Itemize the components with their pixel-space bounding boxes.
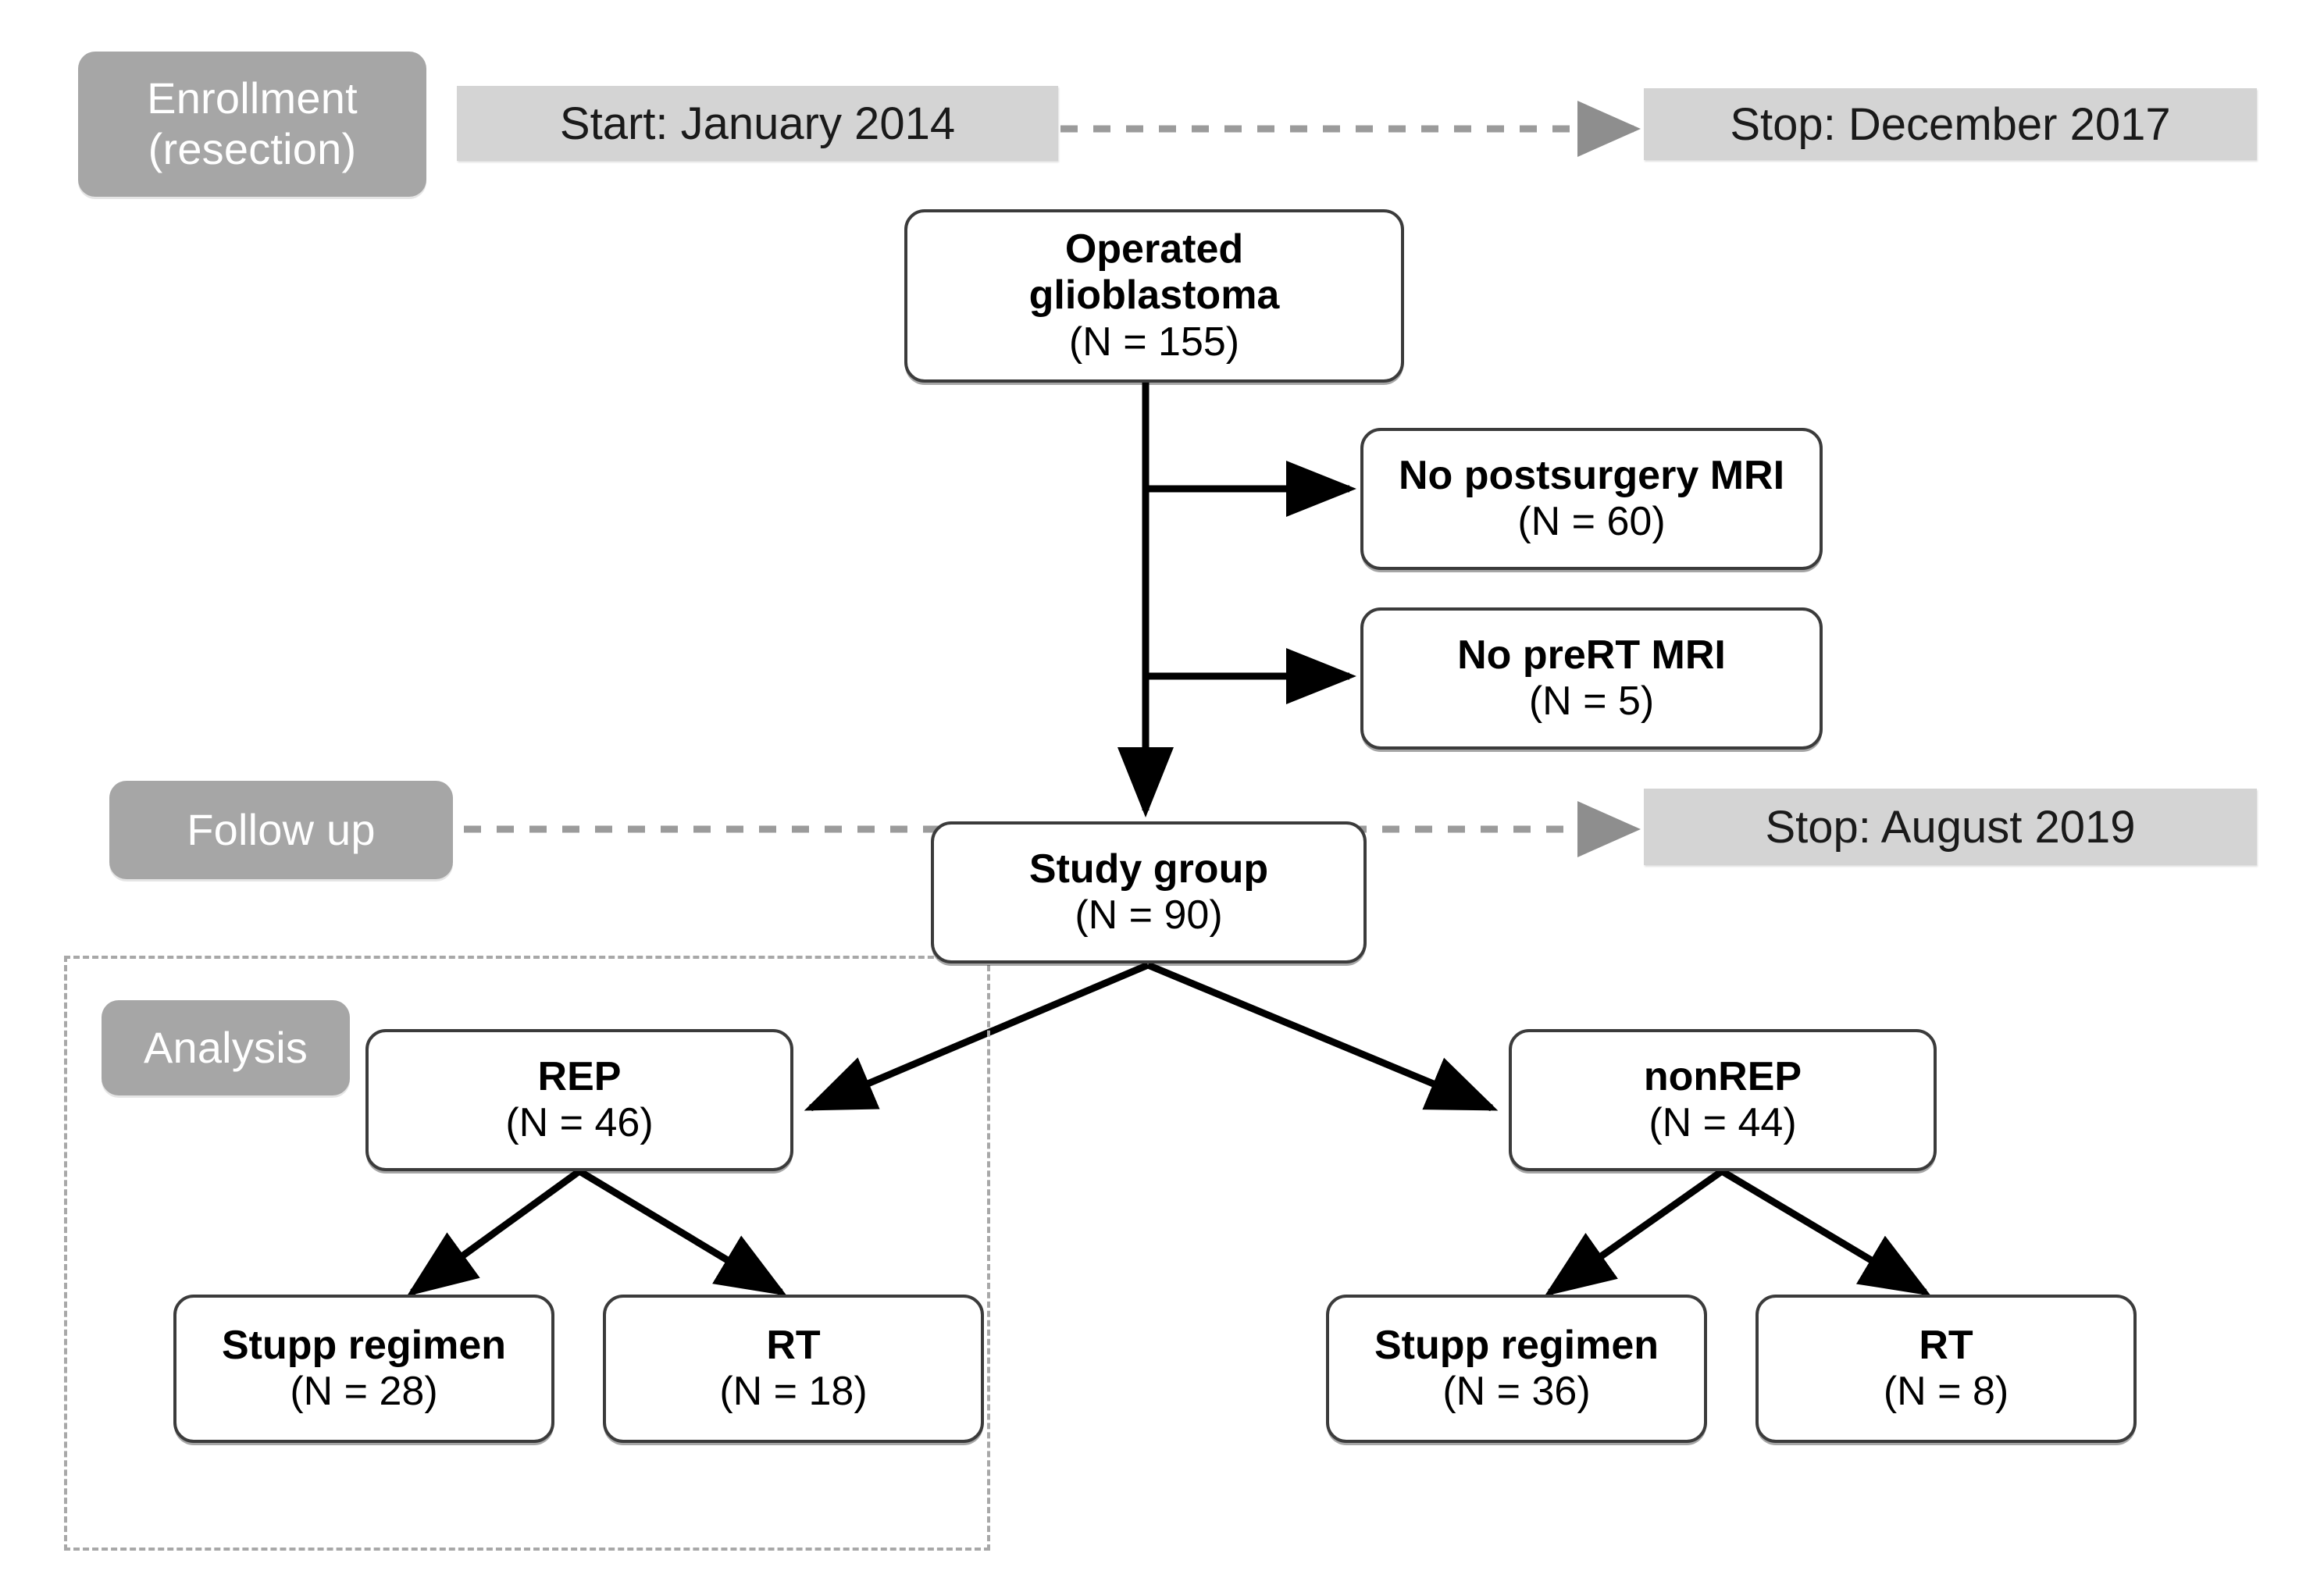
node-title: REP (537, 1053, 622, 1099)
node-count: (N = 90) (1075, 892, 1223, 938)
phase-label-followup: Follow up (109, 781, 453, 879)
node-title: nonREP (1643, 1053, 1802, 1099)
node-count: (N = 155) (1068, 319, 1240, 365)
node-count: (N = 18) (719, 1369, 868, 1414)
node-no-prert-mri: No preRT MRI (N = 5) (1360, 607, 1823, 750)
node-nonrep-rt: RT (N = 8) (1755, 1295, 2137, 1443)
node-rep-rt: RT (N = 18) (603, 1295, 984, 1443)
node-title: Stupp regimen (1374, 1322, 1659, 1368)
node-count: (N = 60) (1517, 499, 1666, 544)
node-study-group: Study group (N = 90) (931, 821, 1367, 963)
node-count: (N = 5) (1528, 679, 1655, 724)
node-nonrep-stupp-regimen: Stupp regimen (N = 36) (1326, 1295, 1707, 1443)
node-title: Study group (1028, 846, 1269, 892)
banner-enrollment-stop: Stop: December 2017 (1644, 88, 2257, 160)
node-count: (N = 44) (1649, 1100, 1797, 1145)
node-nonrep: nonREP (N = 44) (1509, 1029, 1937, 1171)
node-title: RT (766, 1322, 821, 1368)
node-title: RT (1919, 1322, 1973, 1368)
node-count: (N = 36) (1442, 1369, 1591, 1414)
analysis-region-boundary (64, 956, 990, 1551)
node-title: No preRT MRI (1457, 632, 1726, 678)
node-operated-glioblastoma: Operated glioblastoma (N = 155) (904, 209, 1404, 383)
node-title: No postsurgery MRI (1398, 452, 1785, 498)
node-count: (N = 28) (290, 1369, 438, 1414)
node-title: Stupp regimen (221, 1322, 507, 1368)
banner-followup-stop: Stop: August 2019 (1644, 789, 2257, 865)
banner-enrollment-start: Start: January 2014 (457, 86, 1058, 161)
node-rep-stupp-regimen: Stupp regimen (N = 28) (173, 1295, 554, 1443)
node-no-postsurgery-mri: No postsurgery MRI (N = 60) (1360, 428, 1823, 570)
node-count: (N = 46) (505, 1100, 654, 1145)
node-count: (N = 8) (1883, 1369, 2009, 1414)
phase-label-analysis: Analysis (102, 1000, 350, 1095)
node-rep: REP (N = 46) (365, 1029, 793, 1171)
nonrep-to-stupp-arrow (1544, 1168, 1724, 1297)
phase-label-enrollment: Enrollment (resection) (78, 52, 426, 197)
study-group-to-nonrep-arrow (1146, 961, 1499, 1112)
nonrep-to-rt-arrow (1720, 1168, 1931, 1296)
node-title: Operated glioblastoma (1028, 226, 1280, 319)
